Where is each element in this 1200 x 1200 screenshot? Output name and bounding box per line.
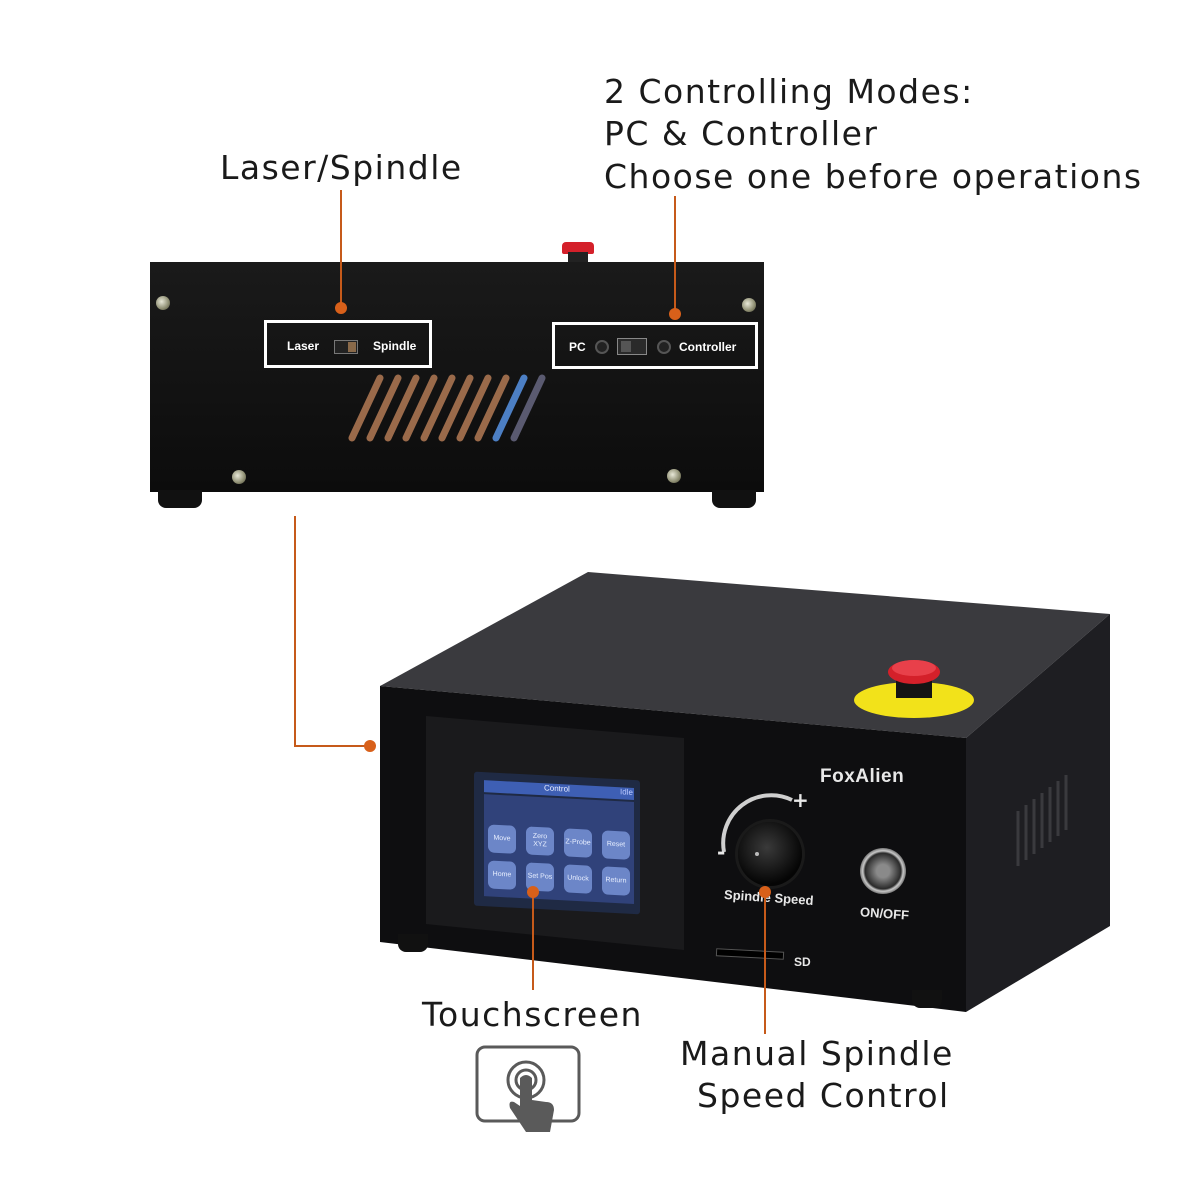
brand-label: FoxAlien [820, 766, 905, 787]
laser-spindle-toggle[interactable] [334, 340, 358, 354]
callout-modes-line3: Choose one before operations [604, 157, 1143, 196]
label-pc: PC [569, 340, 586, 354]
label-controller: Controller [679, 340, 737, 354]
label-spindle: Spindle [373, 339, 417, 353]
laser-spindle-switch-frame [264, 320, 432, 368]
callout-modes-line2: PC & Controller [604, 114, 879, 153]
leader-dot-manual-speed [759, 886, 771, 898]
leader-connect-horizontal [294, 745, 368, 747]
emergency-stop-icon[interactable] [850, 650, 980, 722]
touch-icon [475, 1045, 581, 1132]
screen-button-z-probe[interactable]: Z-Probe [564, 828, 592, 858]
leader-dot-touchscreen [527, 886, 539, 898]
callout-laser-spindle: Laser/Spindle [220, 148, 463, 187]
leader-modes [674, 196, 676, 314]
front-foot-right [912, 990, 942, 1008]
speed-plus: + [792, 788, 809, 812]
screen-button-reset[interactable]: Reset [602, 830, 630, 860]
leader-connect-vertical [294, 516, 296, 746]
screen-button-unlock[interactable]: Unlock [564, 864, 592, 894]
speed-minus: - [717, 840, 726, 864]
screw [232, 470, 246, 484]
pc-controller-switch-frame [552, 322, 758, 369]
rear-foot-right [712, 490, 756, 508]
pc-controller-toggle[interactable] [617, 338, 647, 355]
leader-manual-speed [764, 894, 766, 1034]
leader-dot-connect [364, 740, 376, 752]
leader-dot-laser-spindle [335, 302, 347, 314]
spindle-speed-knob[interactable] [738, 822, 802, 886]
leader-laser-spindle [340, 190, 342, 308]
controller-led [657, 340, 671, 354]
rear-foot-left [158, 490, 202, 508]
callout-manual-line1: Manual Spindle [680, 1034, 954, 1073]
leader-dot-modes [669, 308, 681, 320]
leader-touchscreen [532, 892, 534, 990]
label-laser: Laser [287, 339, 320, 353]
vent-grille [348, 374, 546, 442]
callout-manual-line2: Speed Control [697, 1076, 950, 1115]
rear-panel-box [150, 262, 764, 492]
front-foot-left [398, 934, 428, 952]
emergency-stop-icon[interactable] [562, 242, 594, 254]
sd-label: SD [794, 955, 811, 969]
screw [156, 296, 170, 310]
callout-modes-line1: 2 Controlling Modes: [604, 72, 974, 111]
screen-button-return[interactable]: Return [602, 866, 630, 896]
pc-led [595, 340, 609, 354]
estop-stem [568, 252, 588, 262]
screen-title: Control [544, 783, 570, 794]
screen-button-move[interactable]: Move [488, 824, 516, 854]
screw [742, 298, 756, 312]
touchscreen[interactable]: Control Idle Move Zero XYZ Z-Probe Reset… [474, 771, 640, 915]
screen-button-home[interactable]: Home [488, 860, 516, 890]
power-button[interactable] [860, 848, 906, 894]
screen-status: Idle [620, 787, 633, 797]
screen-button-zero-xyz[interactable]: Zero XYZ [526, 826, 554, 856]
screw [667, 469, 681, 483]
callout-touchscreen: Touchscreen [422, 995, 643, 1034]
speed-dial-arc [721, 793, 793, 853]
knob-indicator [755, 852, 759, 856]
